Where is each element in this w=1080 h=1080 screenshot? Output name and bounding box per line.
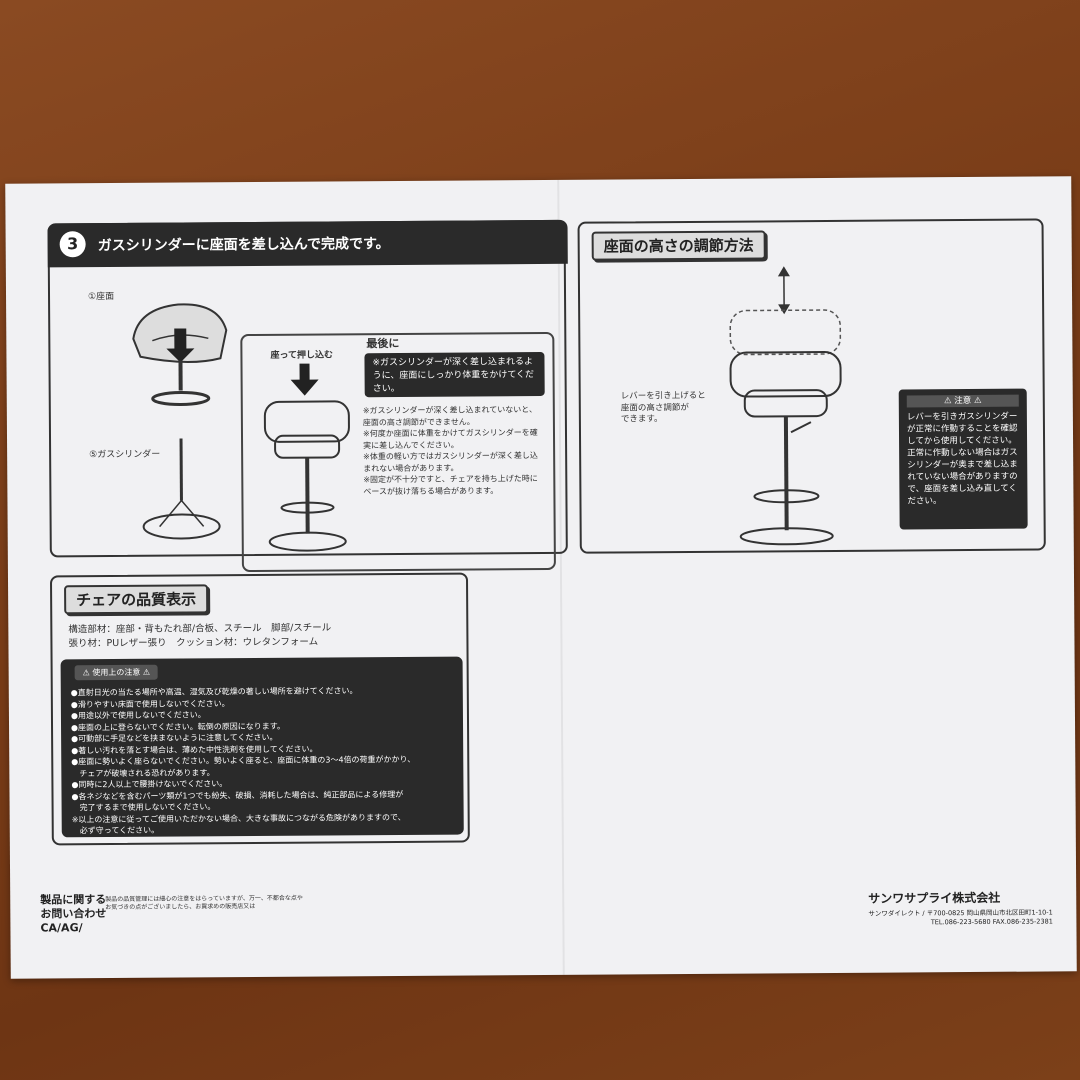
instruction-sheet: 3 ガスシリンダーに座面を差し込んで完成です。 ①座面 ⑤ガスシリンダー 座って… bbox=[5, 176, 1077, 979]
usage-caution-list: ●直射日光の当たる場所や高温、湿気及び乾燥の著しい場所を避けてください。 ●滑り… bbox=[70, 686, 416, 836]
step-title: ガスシリンダーに座面を差し込んで完成です。 bbox=[97, 236, 390, 255]
height-caution-title: ⚠ 注意 ⚠ bbox=[906, 394, 1019, 408]
inquiry-note: 製品の品質管理には細心の注意をはらっていますが、万一、不都合な点や お気づきの点… bbox=[105, 894, 303, 912]
height-adjust-panel: 座面の高さの調節方法 レバーを引き上げると 座面の高さ調節が できます。 ⚠ 注… bbox=[577, 218, 1046, 554]
push-instruction-box: 座って押し込む 最後に ※ガスシリンダーが深く差し込まれるように、座面にしっかり… bbox=[240, 331, 556, 573]
finally-note: ※ガスシリンダーが深く差し込まれるように、座面にしっかり体重をかけてください。 bbox=[364, 351, 545, 398]
height-caution-box: ⚠ 注意 ⚠ レバーを引きガスシリンダーが正常に作動することを確認してから使用し… bbox=[898, 388, 1028, 530]
lever-label: レバーを引き上げると 座面の高さ調節が できます。 bbox=[620, 390, 706, 425]
height-caution-text: レバーを引きガスシリンダーが正常に作動することを確認してから使用してください。 … bbox=[906, 411, 1018, 507]
quality-title: チェアの品質表示 bbox=[64, 584, 209, 615]
seat-illustration bbox=[132, 303, 228, 540]
usage-caution-title: ⚠ 使用上の注意 ⚠ bbox=[74, 664, 159, 681]
height-adjust-title: 座面の高さの調節方法 bbox=[591, 230, 766, 261]
step-number: 3 bbox=[59, 231, 86, 258]
finally-label: 最後に bbox=[366, 336, 400, 351]
height-adjust-illustration bbox=[729, 266, 842, 546]
part1-label: ①座面 bbox=[87, 291, 115, 303]
quality-panel: チェアの品質表示 構造部材：座部・背もたれ部/合板、スチール 脚部/スチール 張… bbox=[49, 572, 470, 846]
step3-panel: 3 ガスシリンダーに座面を差し込んで完成です。 ①座面 ⑤ガスシリンダー 座って… bbox=[47, 219, 568, 573]
step-notes: ※ガスシリンダーが深く差し込まれていないと、座面の高さ調節ができません。 ※何度… bbox=[362, 405, 538, 496]
push-label: 座って押し込む bbox=[270, 350, 334, 361]
inquiry-label: 製品に関する お問い合わせ CA/AG/ bbox=[40, 893, 107, 935]
company-address: サンワダイレクト / 〒700-0825 岡山県岡山市北区田町1-10-1 TE… bbox=[868, 908, 1053, 926]
usage-caution-box: ⚠ 使用上の注意 ⚠ ●直射日光の当たる場所や高温、湿気及び乾燥の著しい場所を避… bbox=[60, 656, 464, 838]
company-name: サンワサプライ株式会社 bbox=[868, 890, 1001, 906]
step3-header: 3 ガスシリンダーに座面を差し込んで完成です。 bbox=[47, 219, 568, 268]
down-arrow-icon bbox=[290, 363, 319, 396]
chair-pushed-illustration bbox=[263, 400, 350, 552]
quality-line2: 張り材：PUレザー張り クッション材：ウレタンフォーム bbox=[68, 636, 319, 650]
